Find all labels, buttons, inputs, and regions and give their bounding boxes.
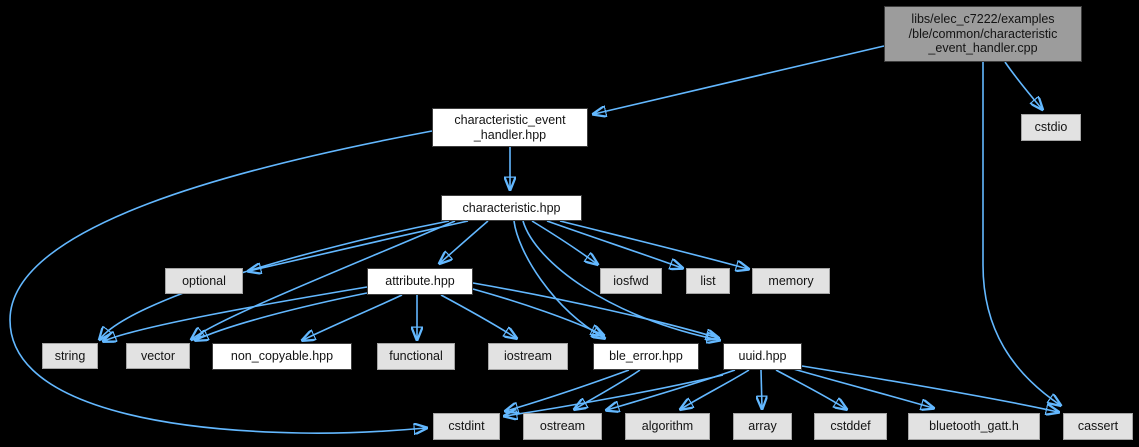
edge-characteristic-hpp-to-uuid-hpp	[522, 220, 719, 340]
edge-characteristic-hpp-to-ble-error-hpp	[513, 220, 604, 338]
edge-main-to-cassert	[982, 62, 1060, 405]
edge-uuid-hpp-to-cassert	[801, 365, 1058, 412]
node-cassert: cassert	[1063, 413, 1133, 440]
node-characteristic-hpp[interactable]: characteristic.hpp	[441, 195, 582, 221]
node-array: array	[733, 413, 792, 440]
node-functional: functional	[377, 343, 455, 370]
edge-characteristic-hpp-to-iosfwd	[531, 220, 597, 264]
edge-ble-error-hpp-to-cstdint	[506, 369, 630, 411]
edge-characteristic-hpp-to-vector	[192, 220, 456, 339]
edge-uuid-hpp-to-cstdint	[505, 374, 724, 416]
edge-characteristic-event-handler-hpp-to-cstdint	[9, 130, 433, 433]
node-cstdio: cstdio	[1021, 114, 1081, 141]
node-attribute-hpp[interactable]: attribute.hpp	[367, 268, 473, 295]
node-uuid-hpp[interactable]: uuid.hpp	[723, 343, 802, 370]
edge-attribute-hpp-to-vector	[196, 292, 368, 340]
edge-attribute-hpp-to-iostream	[440, 294, 516, 338]
edge-characteristic-hpp-to-memory	[559, 220, 748, 269]
node-non-copyable-hpp[interactable]: non_copyable.hpp	[212, 343, 352, 370]
edge-uuid-hpp-to-bluetooth-gatt-h	[789, 367, 933, 408]
node-cstdint: cstdint	[433, 413, 500, 440]
node-cstddef: cstddef	[814, 413, 887, 440]
node-ostream: ostream	[523, 413, 602, 440]
node-iostream: iostream	[488, 343, 568, 370]
edge-ble-error-hpp-to-ostream	[575, 369, 641, 409]
edge-attribute-hpp-to-string	[104, 286, 368, 341]
node-list: list	[686, 268, 730, 294]
edge-uuid-hpp-to-cstddef	[775, 369, 846, 409]
node-algorithm: algorithm	[625, 413, 710, 440]
node-ble-error-hpp[interactable]: ble_error.hpp	[593, 343, 699, 370]
edge-characteristic-hpp-to-attribute-hpp	[440, 220, 489, 263]
node-string: string	[42, 343, 98, 369]
edge-attribute-hpp-to-ble-error-hpp	[472, 288, 603, 335]
node-vector: vector	[126, 343, 190, 369]
node-main-cpp: libs/elec_c7222/examples /ble/common/cha…	[884, 6, 1082, 62]
node-iosfwd: iosfwd	[600, 268, 662, 294]
node-memory: memory	[752, 268, 830, 294]
edge-characteristic-hpp-to-optional	[249, 220, 469, 271]
edge-main-to-cstdio	[1004, 61, 1042, 109]
node-bluetooth-gatt-h: bluetooth_gatt.h	[908, 413, 1040, 440]
edge-uuid-hpp-to-algorithm	[681, 369, 750, 409]
edge-characteristic-hpp-to-list	[546, 220, 682, 268]
edge-attribute-hpp-to-non-copyable-hpp	[303, 294, 403, 340]
edge-uuid-hpp-to-ostream	[607, 369, 736, 410]
node-optional: optional	[165, 268, 243, 294]
edge-uuid-hpp-to-array	[761, 369, 762, 408]
edge-attribute-hpp-to-uuid-hpp	[472, 282, 718, 338]
edge-main-to-characteristic-event-handler-hpp	[594, 45, 885, 114]
node-characteristic-event-handler-hpp[interactable]: characteristic_event _handler.hpp	[432, 108, 588, 147]
